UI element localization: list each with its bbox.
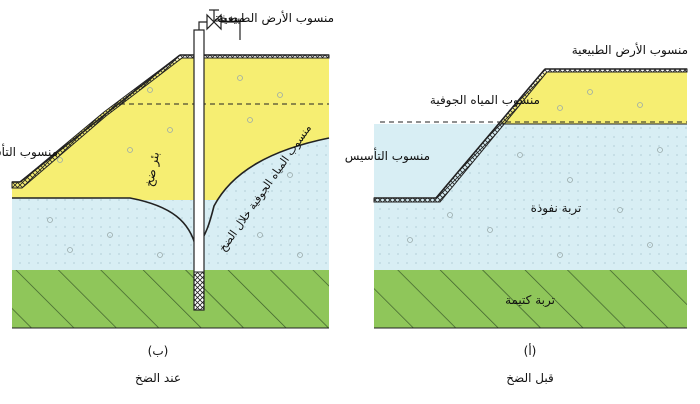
well-screen [193,271,205,311]
impermeable-soil-label: تربة كتيمة [505,293,555,308]
pump-icon [206,9,222,31]
panel-a-caption: قبل الضخ [506,371,553,385]
ground-surface-label-b: منسوب الأرض الطبيعية [218,10,334,26]
foundation-level-label-a: منسوب التأسيس [345,147,430,164]
foundation-level-label-b: منسوب التأسيس [0,143,58,160]
panel-b: مضخة منسوب الأرض الطبيعية منسوب التأسيس … [0,9,334,385]
panel-a-label: (أ) [524,343,537,358]
water-table-label-a: منسوب المياه الجوفية [430,93,540,108]
pumping-well [193,29,205,311]
ground-surface-label-a: منسوب الأرض الطبيعية [572,42,688,58]
panel-b-caption: عند الضخ [135,371,181,385]
pump-label: مضخة [214,11,245,25]
dewatered-zone-b [12,58,329,246]
permeable-soil-label: تربة نفوذة [531,201,582,216]
excavation-slope-b [11,54,330,189]
panel-b-label: (ب) [148,344,169,358]
drawdown-curve-b [12,137,330,250]
unsaturated-soil-a [500,72,687,124]
panel-a: منسوب الأرض الطبيعية منسوب المياه الجوفي… [345,42,688,385]
